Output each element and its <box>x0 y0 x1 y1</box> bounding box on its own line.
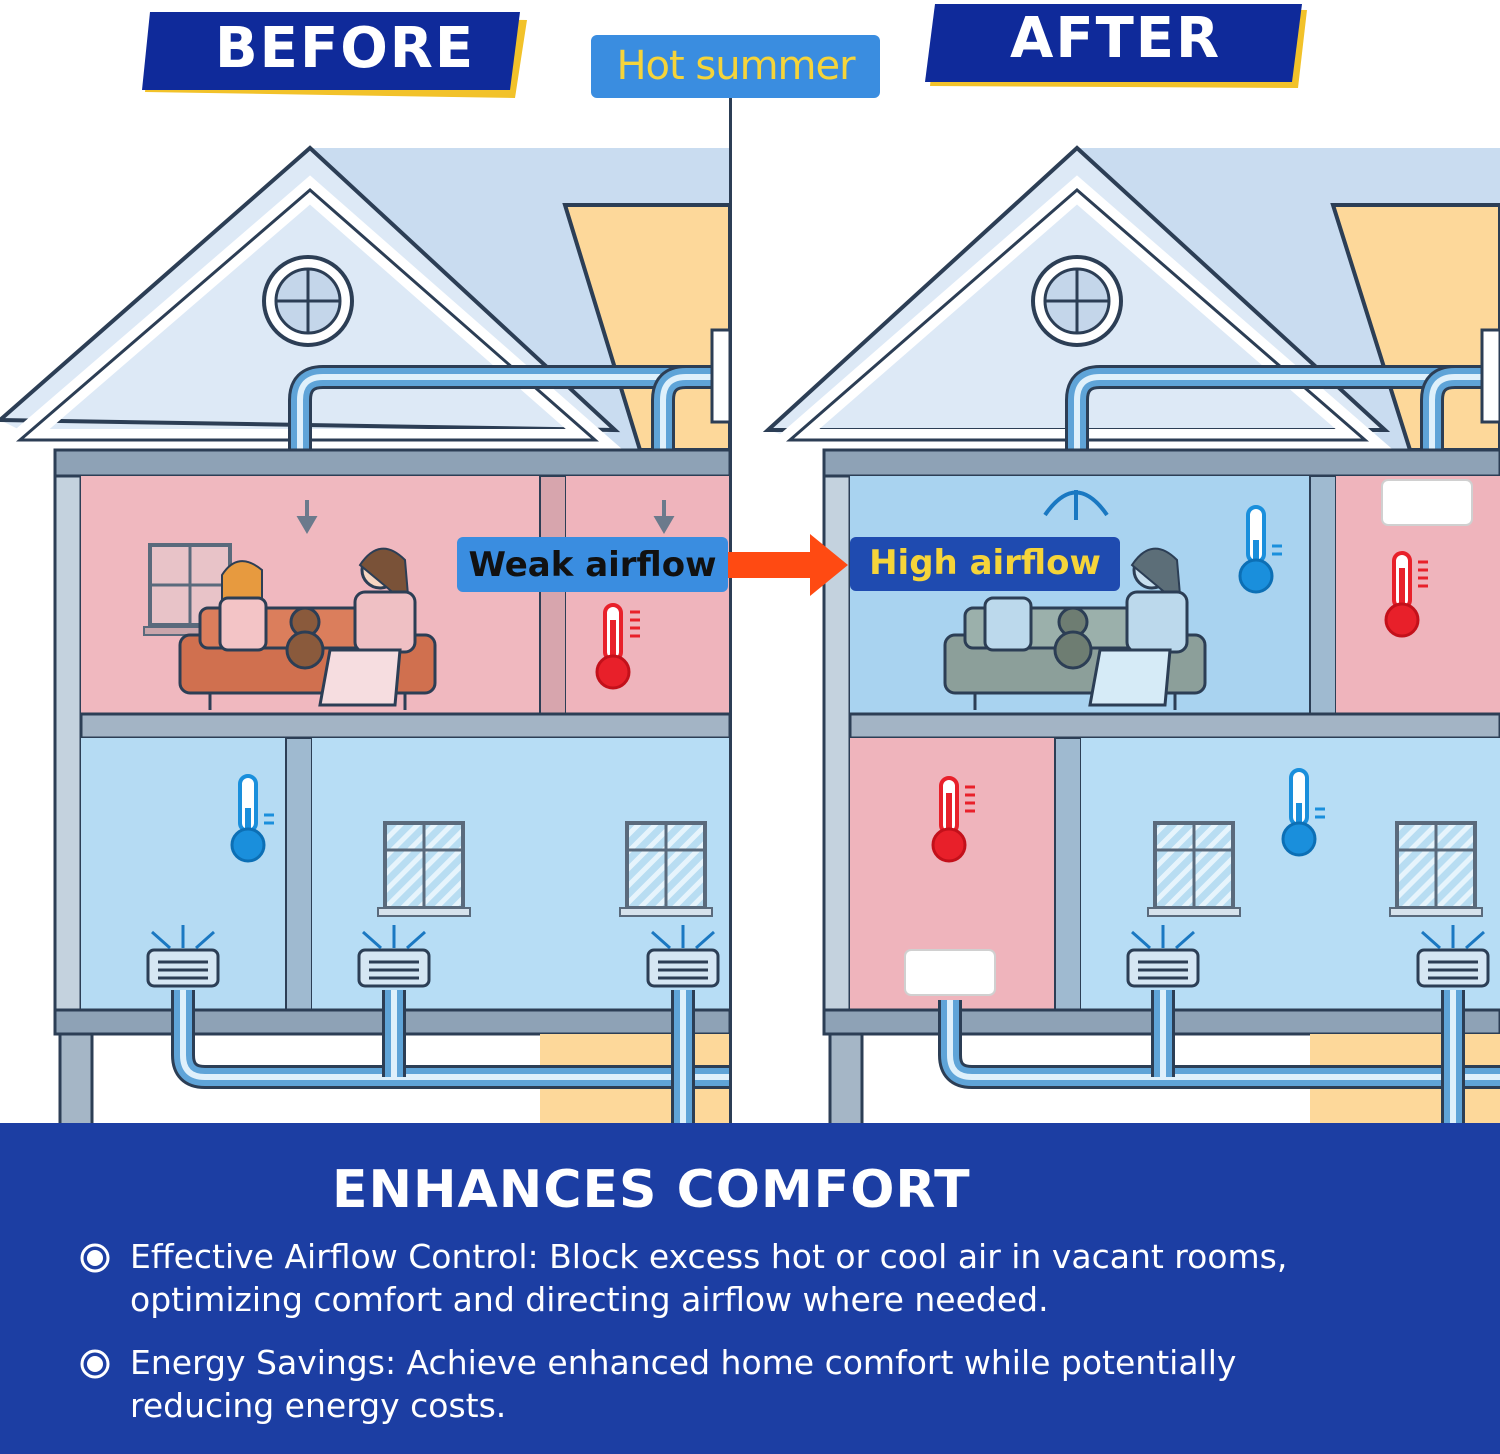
window-icon <box>619 821 713 917</box>
thermometer-hot-icon <box>1384 551 1428 638</box>
benefit-line: Effective Airflow Control: Block excess … <box>130 1237 1288 1276</box>
bullet-target-icon <box>80 1349 110 1379</box>
season-label: Hot summer <box>591 35 880 98</box>
vent-icon <box>1416 925 1490 988</box>
thermometer-hot-icon <box>595 603 640 690</box>
transition-arrow-icon <box>728 534 848 596</box>
family-sofa-illustration <box>178 547 437 710</box>
benefits-panel <box>0 1123 1500 1454</box>
family-sofa-illustration <box>943 547 1207 710</box>
benefit-line: optimizing comfort and directing airflow… <box>130 1280 1049 1319</box>
window-icon <box>377 821 471 917</box>
weak-airflow-callout: Weak airflow <box>457 537 728 592</box>
before-after-house-illustration <box>0 4 1500 1125</box>
thermometer-cold-icon <box>1281 768 1325 857</box>
window-icon <box>1389 821 1483 917</box>
before-upper-room-right <box>566 476 730 714</box>
window-icon <box>1147 821 1241 917</box>
benefit-line: Energy Savings: Achieve enhanced home co… <box>130 1343 1237 1382</box>
vent-cover-icon <box>1381 479 1473 526</box>
high-airflow-callout: High airflow <box>850 537 1120 591</box>
before-house <box>0 140 732 1125</box>
benefit-text: Effective Airflow Control: Block excess … <box>130 1235 1430 1321</box>
after-label: AFTER <box>1010 6 1222 71</box>
thermometer-cold-icon <box>1238 505 1282 594</box>
airflow-arrow-icon <box>1043 490 1109 520</box>
airflow-arrow-icon <box>296 500 675 534</box>
benefits-title: ENHANCES COMFORT <box>332 1160 971 1220</box>
before-banner <box>142 12 527 98</box>
thermometer-cold-icon <box>230 774 274 863</box>
after-banner <box>925 4 1307 88</box>
divider <box>729 60 732 1125</box>
thermometer-hot-icon <box>931 776 975 863</box>
vent-cover-icon <box>904 949 996 996</box>
bullet-target-icon <box>80 1243 110 1273</box>
vent-icon <box>146 925 220 988</box>
benefit-line: reducing energy costs. <box>130 1386 507 1425</box>
attic-window-icon <box>262 255 354 347</box>
before-label: BEFORE <box>215 16 476 81</box>
benefit-text: Energy Savings: Achieve enhanced home co… <box>130 1341 1430 1427</box>
vent-icon <box>1126 925 1200 988</box>
vent-icon <box>646 925 720 988</box>
vent-icon <box>357 925 431 988</box>
attic-window-icon <box>1031 255 1123 347</box>
after-house <box>760 145 1500 1125</box>
